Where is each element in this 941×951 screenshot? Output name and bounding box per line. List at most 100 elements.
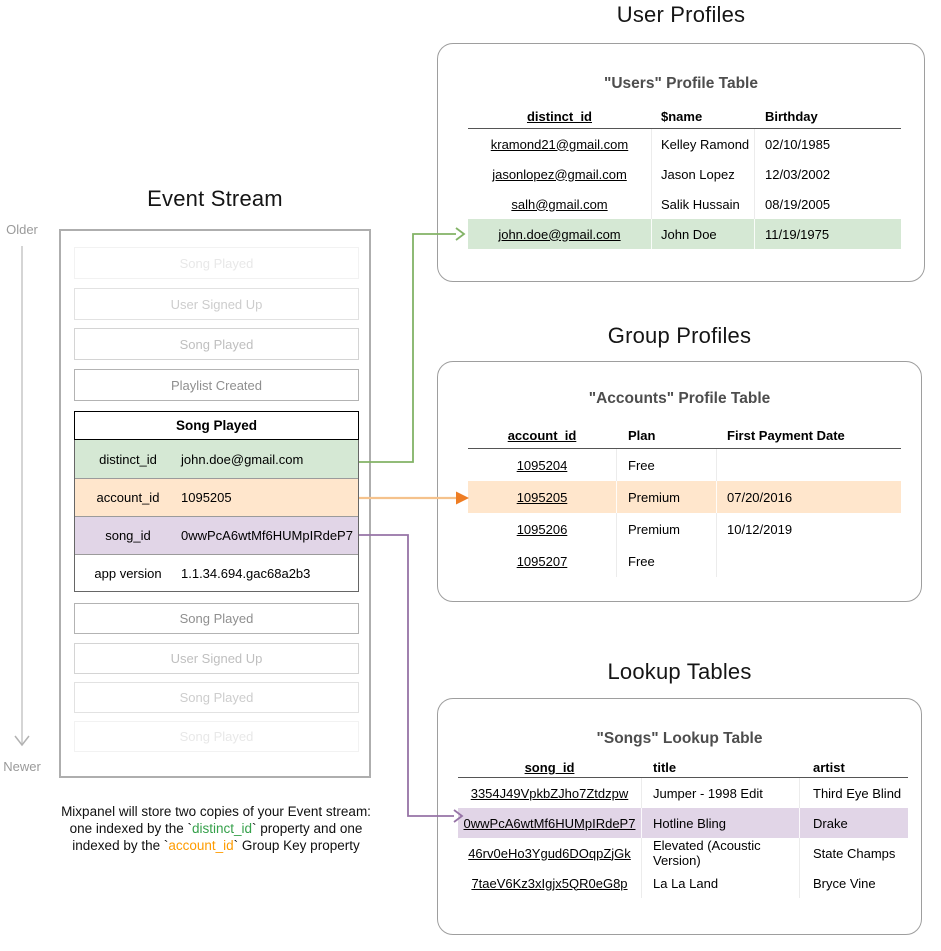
column-header: First Payment Date (727, 427, 845, 443)
column-header: $name (661, 108, 703, 124)
song-id-cell: 7taeV6Kz3xIgjx5QR0eG8p (471, 875, 628, 891)
table-row-highlighted: john.doe@gmail.com John Doe 11/19/1975 (468, 219, 901, 249)
birthday-cell: 02/10/1985 (754, 129, 901, 159)
event-stream-title: Event Stream (147, 186, 283, 211)
song-title-cell: Elevated (Acoustic Version) (641, 838, 799, 868)
songs-table: song_id title artist 3354J49VpkbZJho7Ztd… (458, 758, 908, 898)
property-row-song-id: song_id 0wwPcA6wtMf6HUMpIRdeP7 (75, 516, 358, 554)
user-profiles-title: User Profiles (616, 2, 746, 27)
table-row: 1095207 Free (468, 545, 901, 577)
property-key: app version (94, 565, 162, 581)
name-cell: Salik Hussain (651, 189, 754, 219)
song-title-cell: Jumper - 1998 Edit (641, 778, 799, 808)
accounts-table-header: account_id Plan First Payment Date (468, 422, 901, 449)
event-box-faded: Song Played (74, 682, 359, 713)
song-title-cell: Hotline Bling (641, 808, 799, 838)
distinct-id-token: distinct_id (191, 821, 253, 836)
artist-cell: Bryce Vine (799, 868, 908, 898)
property-key: account_id (96, 490, 160, 505)
plan-cell: Free (616, 545, 716, 577)
plan-cell: Premium (616, 481, 716, 513)
first-payment-cell (716, 449, 901, 481)
column-header: Birthday (765, 108, 818, 124)
newer-label: Newer (3, 759, 41, 774)
song-title-cell: La La Land (641, 868, 799, 898)
table-row: 7taeV6Kz3xIgjx5QR0eG8p La La Land Bryce … (458, 868, 908, 898)
column-header: artist (813, 760, 845, 775)
caption-line-2: one indexed by the `distinct_id` propert… (18, 820, 414, 837)
property-value: 1.1.34.694.gac68a2b3 (181, 565, 311, 581)
event-box-faded: User Signed Up (74, 288, 359, 320)
account-id-cell: 1095204 (516, 457, 568, 473)
distinct-id-cell: salh@gmail.com (511, 196, 608, 212)
songs-table-title: "Songs" Lookup Table (596, 730, 763, 747)
table-row: 3354J49VpkbZJho7Ztdzpw Jumper - 1998 Edi… (458, 778, 908, 808)
group-profiles-title: Group Profiles (607, 323, 752, 348)
column-header: title (653, 760, 677, 775)
caption-text: ` property and one (252, 821, 363, 836)
event-box-faded: User Signed Up (74, 643, 359, 674)
artist-cell: Drake (799, 808, 908, 838)
event-box-faded: Song Played (74, 328, 359, 360)
accounts-table-title: "Accounts" Profile Table (588, 390, 771, 407)
column-header: account_id (507, 427, 577, 443)
birthday-cell: 11/19/1975 (754, 219, 901, 249)
artist-cell: Third Eye Blind (799, 778, 908, 808)
account-id-cell: 1095206 (516, 521, 568, 537)
users-table-header: distinct_id $name Birthday (468, 104, 901, 129)
distinct-id-cell: kramond21@gmail.com (490, 136, 629, 152)
property-key: song_id (105, 528, 151, 543)
table-row: 46rv0eHo3Ygud6DOqpZjGk Elevated (Acousti… (458, 838, 908, 868)
property-value: 0wwPcA6wtMf6HUMpIRdeP7 (181, 528, 353, 543)
accounts-table: account_id Plan First Payment Date 10952… (468, 422, 901, 577)
property-row-distinct-id: distinct_id john.doe@gmail.com (75, 440, 358, 478)
name-cell: Jason Lopez (651, 159, 754, 189)
plan-cell: Premium (616, 513, 716, 545)
event-box-faded: Song Played (74, 247, 359, 279)
table-row: salh@gmail.com Salik Hussain 08/19/2005 (468, 189, 901, 219)
first-payment-cell (716, 545, 901, 577)
accounts-profile-card: "Accounts" Profile Table account_id Plan… (437, 361, 933, 613)
timeline-arrowhead-icon (14, 735, 30, 747)
caption-text: indexed by the ` (72, 838, 169, 853)
table-row: 1095206 Premium 10/12/2019 (468, 513, 901, 545)
song-id-cell: 46rv0eHo3Ygud6DOqpZjGk (468, 845, 631, 861)
users-table: distinct_id $name Birthday kramond21@gma… (468, 104, 901, 249)
song-id-cell: 3354J49VpkbZJho7Ztdzpw (470, 785, 629, 801)
event-box-faded: Song Played (74, 603, 359, 634)
table-row-highlighted: 0wwPcA6wtMf6HUMpIRdeP7 Hotline Bling Dra… (458, 808, 908, 838)
users-table-title: "Users" Profile Table (604, 75, 758, 92)
column-header: song_id (524, 760, 575, 775)
older-label: Older (6, 222, 38, 237)
property-value: 1095205 (181, 490, 232, 505)
first-payment-cell: 10/12/2019 (716, 513, 901, 545)
table-row: 1095204 Free (468, 449, 901, 481)
caption-text: ` Group Key property (233, 838, 360, 853)
property-key: distinct_id (99, 451, 157, 467)
caption-line-1: Mixpanel will store two copies of your E… (18, 803, 414, 820)
column-header: Plan (628, 427, 656, 443)
focused-event-properties: distinct_id john.doe@gmail.com account_i… (74, 440, 359, 592)
caption-text: Mixpanel will store two copies of your E… (61, 804, 371, 819)
column-header: distinct_id (526, 108, 592, 124)
table-row: kramond21@gmail.com Kelley Ramond 02/10/… (468, 129, 901, 159)
songs-lookup-card: "Songs" Lookup Table song_id title artis… (437, 698, 933, 946)
artist-cell: State Champs (799, 838, 908, 868)
plan-cell: Free (616, 449, 716, 481)
account-id-token: account_id (168, 838, 234, 853)
table-row-highlighted: 1095205 Premium 07/20/2016 (468, 481, 901, 513)
name-cell: John Doe (651, 219, 754, 249)
users-profile-card: "Users" Profile Table distinct_id $name … (437, 43, 925, 282)
property-row-account-id: account_id 1095205 (75, 478, 358, 516)
caption: Mixpanel will store two copies of your E… (18, 803, 414, 854)
birthday-cell: 12/03/2002 (754, 159, 901, 189)
focused-event-header: Song Played (74, 411, 359, 440)
name-cell: Kelley Ramond (651, 129, 754, 159)
distinct-id-cell: jasonlopez@gmail.com (492, 166, 627, 182)
lookup-tables-title: Lookup Tables (607, 659, 752, 684)
event-box-faded: Song Played (74, 721, 359, 752)
event-box-faded: Playlist Created (74, 369, 359, 401)
caption-text: one indexed by the ` (69, 821, 192, 836)
songs-table-header: song_id title artist (458, 758, 908, 778)
